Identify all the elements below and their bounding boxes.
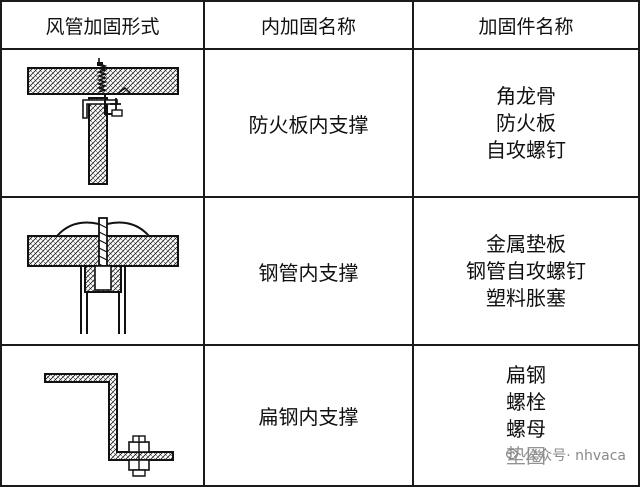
parts-cell: 金属垫板 钢管自攻螺钉 塑料胀塞 (412, 196, 640, 346)
part-item: 防火板 (496, 110, 556, 135)
figure-cell (0, 196, 205, 346)
inner-support-name: 钢管内支撑 (203, 196, 414, 346)
fire-board-inner-support-diagram (26, 58, 179, 185)
table-row: 钢管内支撑 金属垫板 钢管自攻螺钉 塑料胀塞 (0, 196, 640, 346)
part-item: 角龙骨 (496, 83, 556, 108)
part-item: 自攻螺钉 (486, 137, 566, 162)
parts-cell: 角龙骨 防火板 自攻螺钉 (412, 48, 640, 198)
table-row: 防火板内支撑 角龙骨 防火板 自攻螺钉 (0, 48, 640, 198)
flat-steel-inner-support-diagram (43, 372, 174, 477)
inner-support-name: 扁钢内支撑 (203, 344, 414, 487)
part-item: 塑料胀塞 (486, 285, 566, 310)
wechat-icon (506, 448, 519, 461)
watermark-text: 公众号· nhvaca (524, 448, 626, 464)
part-item: 扁钢 (506, 362, 546, 387)
header-part-name: 加固件名称 (412, 0, 640, 50)
inner-support-name: 防火板内支撑 (203, 48, 414, 198)
figure-cell (0, 48, 205, 198)
header-row: 风管加固形式 内加固名称 加固件名称 (0, 0, 640, 50)
part-item: 钢管自攻螺钉 (466, 258, 586, 283)
steel-pipe-inner-support-diagram (26, 217, 179, 334)
table-row: 扁钢内支撑 扁钢 螺栓 螺母 垫圈 (0, 344, 640, 487)
part-item: 螺母 (506, 416, 546, 441)
header-form: 风管加固形式 (0, 0, 205, 50)
part-item: 金属垫板 (486, 231, 566, 256)
header-inner-name: 内加固名称 (203, 0, 414, 50)
part-item: 螺栓 (506, 389, 546, 414)
figure-cell (0, 344, 205, 487)
watermark: 公众号· nhvaca (506, 445, 626, 465)
